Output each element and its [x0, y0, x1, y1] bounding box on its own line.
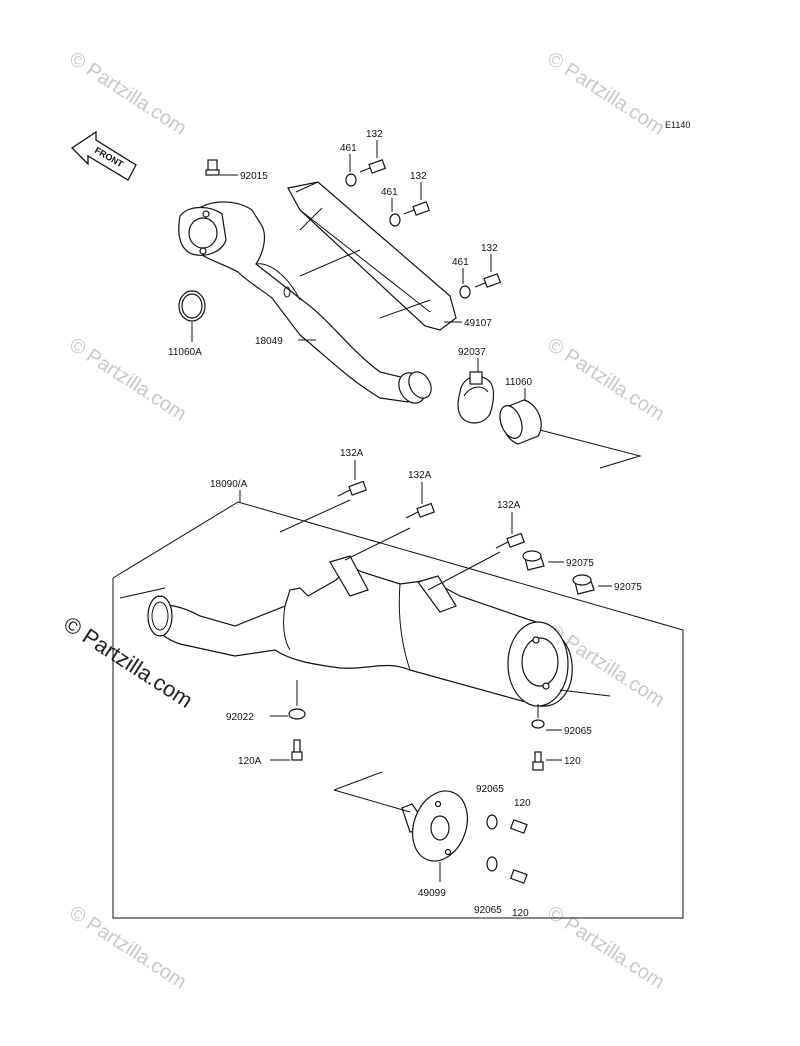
callout-461: 461	[452, 257, 469, 268]
callout-92065: 92065	[564, 726, 592, 737]
callout-132: 132	[366, 129, 383, 140]
watermark: © Partzilla.com	[65, 48, 190, 140]
bolt-set	[345, 159, 502, 299]
callout-461: 461	[340, 143, 357, 154]
callout-92075: 92075	[566, 558, 594, 569]
watermark: © Partzilla.com	[543, 334, 668, 426]
callout-132: 132	[481, 243, 498, 254]
callout-49099: 49099	[418, 888, 446, 899]
heat-shield	[287, 181, 457, 331]
callout-132a: 132A	[340, 448, 364, 459]
muffler	[147, 555, 573, 707]
bolt-132a-set	[337, 480, 525, 549]
leader-lines	[191, 140, 642, 469]
reference-code: E1140	[665, 120, 690, 130]
callout-11060: 11060	[505, 377, 533, 388]
callout-49107: 49107	[464, 318, 492, 329]
callout-132: 132	[410, 171, 427, 182]
callout-18090a: 18090/A	[210, 479, 248, 490]
callout-92037: 92037	[458, 347, 486, 358]
callout-120: 120	[514, 798, 531, 809]
washer-screw-set	[288, 708, 545, 884]
callout-120a: 120A	[238, 756, 262, 767]
stud	[205, 159, 220, 176]
clamp	[457, 371, 495, 424]
callout-120: 120	[512, 908, 529, 919]
callout-132a: 132A	[497, 500, 521, 511]
leader-lines-muffler	[119, 460, 612, 882]
watermark: © Partzilla.com	[543, 48, 668, 140]
callout-120: 120	[564, 756, 581, 767]
rubber-mount-set	[522, 550, 595, 595]
callout-92015: 92015	[240, 171, 268, 182]
watermark-group: © Partzilla.com © Partzilla.com © Partzi…	[59, 48, 668, 994]
callout-11060a: 11060A	[168, 347, 202, 358]
end-cap	[401, 790, 468, 862]
assembly-frame	[112, 501, 684, 919]
callout-92022: 92022	[226, 712, 254, 723]
header-pipe	[178, 201, 432, 404]
gasket-large	[499, 399, 542, 445]
callout-132a: 132A	[408, 470, 432, 481]
watermark: © Partzilla.com	[65, 902, 190, 994]
callout-461: 461	[381, 187, 398, 198]
callout-92065: 92065	[476, 784, 504, 795]
callout-92065: 92065	[474, 905, 502, 916]
callout-labels: 92015 461 132 461 132 461 132 11060A 180…	[168, 129, 642, 919]
front-arrow-icon: FRONT	[70, 130, 137, 181]
watermark: © Partzilla.com	[543, 902, 668, 994]
gasket-inner	[181, 293, 203, 319]
callout-92075: 92075	[614, 582, 642, 593]
callout-18049: 18049	[255, 336, 283, 347]
